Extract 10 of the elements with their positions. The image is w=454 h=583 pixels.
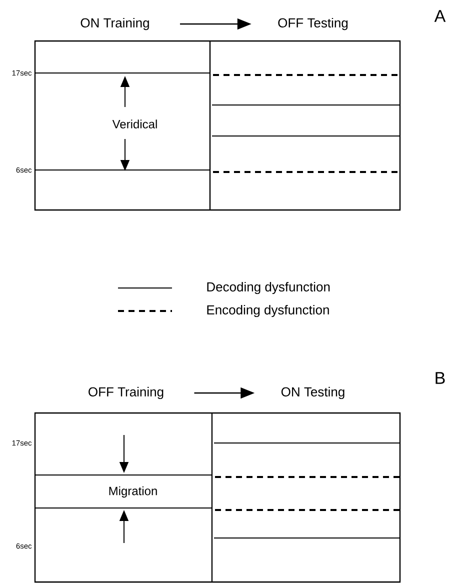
region-label: Migration [109,486,157,498]
header-text: OFF Testing [278,18,348,30]
header-text: ON Testing [281,386,344,400]
panel-letter: B [436,372,445,384]
panel-letter: A [434,10,446,22]
region-label: Veridical [112,120,157,128]
header-text: ON Training [80,18,149,30]
legend-label: Decoding dysfunction [207,282,330,294]
legend-label: Encoding dysfunction [207,304,329,318]
header-text: OFF Training [88,386,164,400]
